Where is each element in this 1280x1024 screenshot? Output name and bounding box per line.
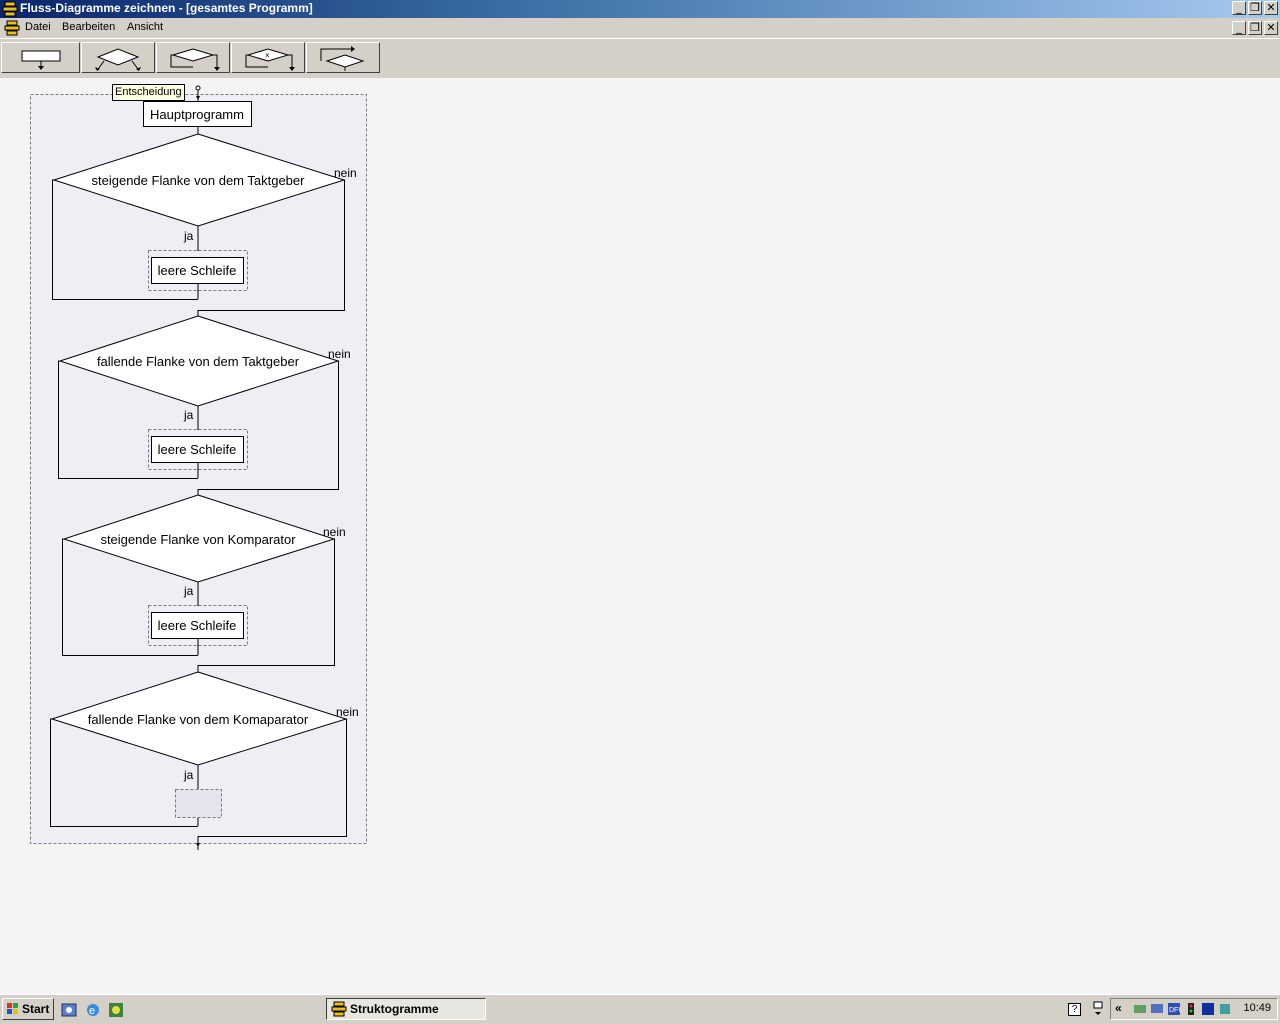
main-program-label: Hauptprogramm	[150, 107, 244, 122]
restore-button[interactable]: ❐	[1248, 1, 1262, 15]
decision-1-body-label: leere Schleife	[158, 263, 237, 278]
decision-2-yes-label: ja	[183, 408, 194, 422]
windows-logo-icon	[7, 1003, 18, 1014]
decision-2-body[interactable]	[151, 436, 244, 463]
decision-1[interactable]: steigende Flanke von dem Taktgeber nein …	[52, 133, 357, 316]
tray-expand-icon[interactable]: «	[1115, 1001, 1122, 1015]
exit-tool-button[interactable]: ×	[231, 42, 305, 73]
branch-tool-button[interactable]	[81, 42, 155, 73]
title-bar: Fluss-Diagramme zeichnen - [gesamtes Pro…	[0, 0, 1280, 18]
tray-dfu-icon[interactable]: DFU	[1167, 1002, 1181, 1016]
decision-4[interactable]: fallende Flanke von dem Komaparator nein…	[50, 671, 359, 850]
flowchart: Hauptprogramm steigende Flanke von dem T…	[30, 85, 367, 850]
tooltip: Entscheidung	[112, 84, 185, 101]
exit-icon: ×	[245, 48, 295, 71]
decision-1-yes-label: ja	[183, 229, 194, 243]
decision-1-condition: steigende Flanke von dem Taktgeber	[92, 173, 306, 188]
start-label: Start	[22, 1002, 50, 1016]
tray-tool-icon[interactable]	[1218, 1002, 1232, 1016]
svg-text:×: ×	[265, 51, 270, 60]
start-node	[195, 85, 201, 91]
internet-explorer-icon[interactable]: e	[85, 1002, 101, 1018]
start-button[interactable]: Start	[2, 998, 54, 1020]
main-program-block[interactable]	[143, 101, 252, 127]
decision-3-condition: steigende Flanke von Komparator	[100, 532, 296, 547]
decision-2-no-label: nein	[328, 347, 351, 361]
decision-2[interactable]: fallende Flanke von dem Taktgeber nein j…	[58, 315, 351, 495]
menu-bearbeiten[interactable]: Bearbeiten	[62, 21, 116, 33]
quicklaunch-app-icon[interactable]	[108, 1002, 124, 1018]
system-tray: « DFU 10:49	[1110, 998, 1278, 1020]
tray-monitor-icon[interactable]	[1150, 1002, 1164, 1016]
decision-3-body-label: leere Schleife	[158, 618, 237, 633]
decision-3-no-label: nein	[323, 525, 346, 539]
svg-text:DFU: DFU	[1169, 1007, 1181, 1014]
tray-app-icon[interactable]	[1201, 1002, 1215, 1016]
menu-ansicht[interactable]: Ansicht	[127, 21, 164, 33]
document-icon[interactable]	[4, 20, 20, 36]
minimize-button[interactable]: _	[1232, 1, 1246, 15]
doc-restore-button[interactable]: ❐	[1248, 21, 1262, 35]
statement-tool-button[interactable]	[1, 42, 80, 73]
close-button[interactable]: ✕	[1264, 1, 1278, 15]
taskbar: Start e Struktogramme ? « DFU 10:49	[0, 994, 1280, 1024]
decision-3-yes-label: ja	[183, 584, 194, 598]
doc-minimize-button[interactable]: _	[1232, 21, 1246, 35]
taskbar-window-label: Struktogramme	[350, 1002, 439, 1016]
menu-datei[interactable]: Datei	[25, 21, 51, 33]
language-bar-icon[interactable]	[1092, 1001, 1104, 1017]
decision-1-no-label: nein	[334, 166, 357, 180]
branch-icon	[95, 48, 141, 71]
jump-tool-button[interactable]	[306, 42, 380, 73]
menu-bar: Datei Bearbeiten Ansicht _ ❐ ✕	[0, 18, 1280, 38]
tray-traffic-icon[interactable]	[1184, 1002, 1198, 1016]
help-icon[interactable]: ?	[1068, 1003, 1081, 1016]
decision-2-condition: fallende Flanke von dem Taktgeber	[97, 354, 300, 369]
tray-network-icon[interactable]	[1133, 1002, 1147, 1016]
decision-3-body[interactable]	[151, 612, 244, 639]
app-icon	[2, 1, 18, 17]
svg-text:e: e	[89, 1005, 95, 1017]
decision-2-body-label: leere Schleife	[158, 442, 237, 457]
decision-4-condition: fallende Flanke von dem Komaparator	[88, 712, 309, 727]
clock: 10:49	[1243, 1002, 1271, 1014]
window-title: Fluss-Diagramme zeichnen - [gesamtes Pro…	[20, 1, 313, 15]
decision-3[interactable]: steigende Flanke von Komparator nein ja …	[62, 494, 346, 672]
loop-tool-button[interactable]	[156, 42, 230, 73]
decision-4-no-label: nein	[336, 705, 359, 719]
decision-1-body[interactable]	[151, 257, 244, 284]
show-desktop-icon[interactable]	[61, 1002, 77, 1018]
toolbar: ×	[0, 38, 1280, 78]
drawing-canvas[interactable]: Hauptprogramm steigende Flanke von dem T…	[0, 78, 1280, 994]
taskbar-window-button[interactable]: Struktogramme	[326, 998, 486, 1020]
jump-icon	[320, 46, 365, 71]
decision-4-yes-label: ja	[183, 768, 194, 782]
loop-icon	[170, 48, 220, 71]
decision-4-empty-body[interactable]	[175, 789, 222, 818]
struktogramme-icon	[331, 1001, 347, 1017]
statement-icon	[21, 50, 61, 70]
doc-close-button[interactable]: ✕	[1264, 21, 1278, 35]
